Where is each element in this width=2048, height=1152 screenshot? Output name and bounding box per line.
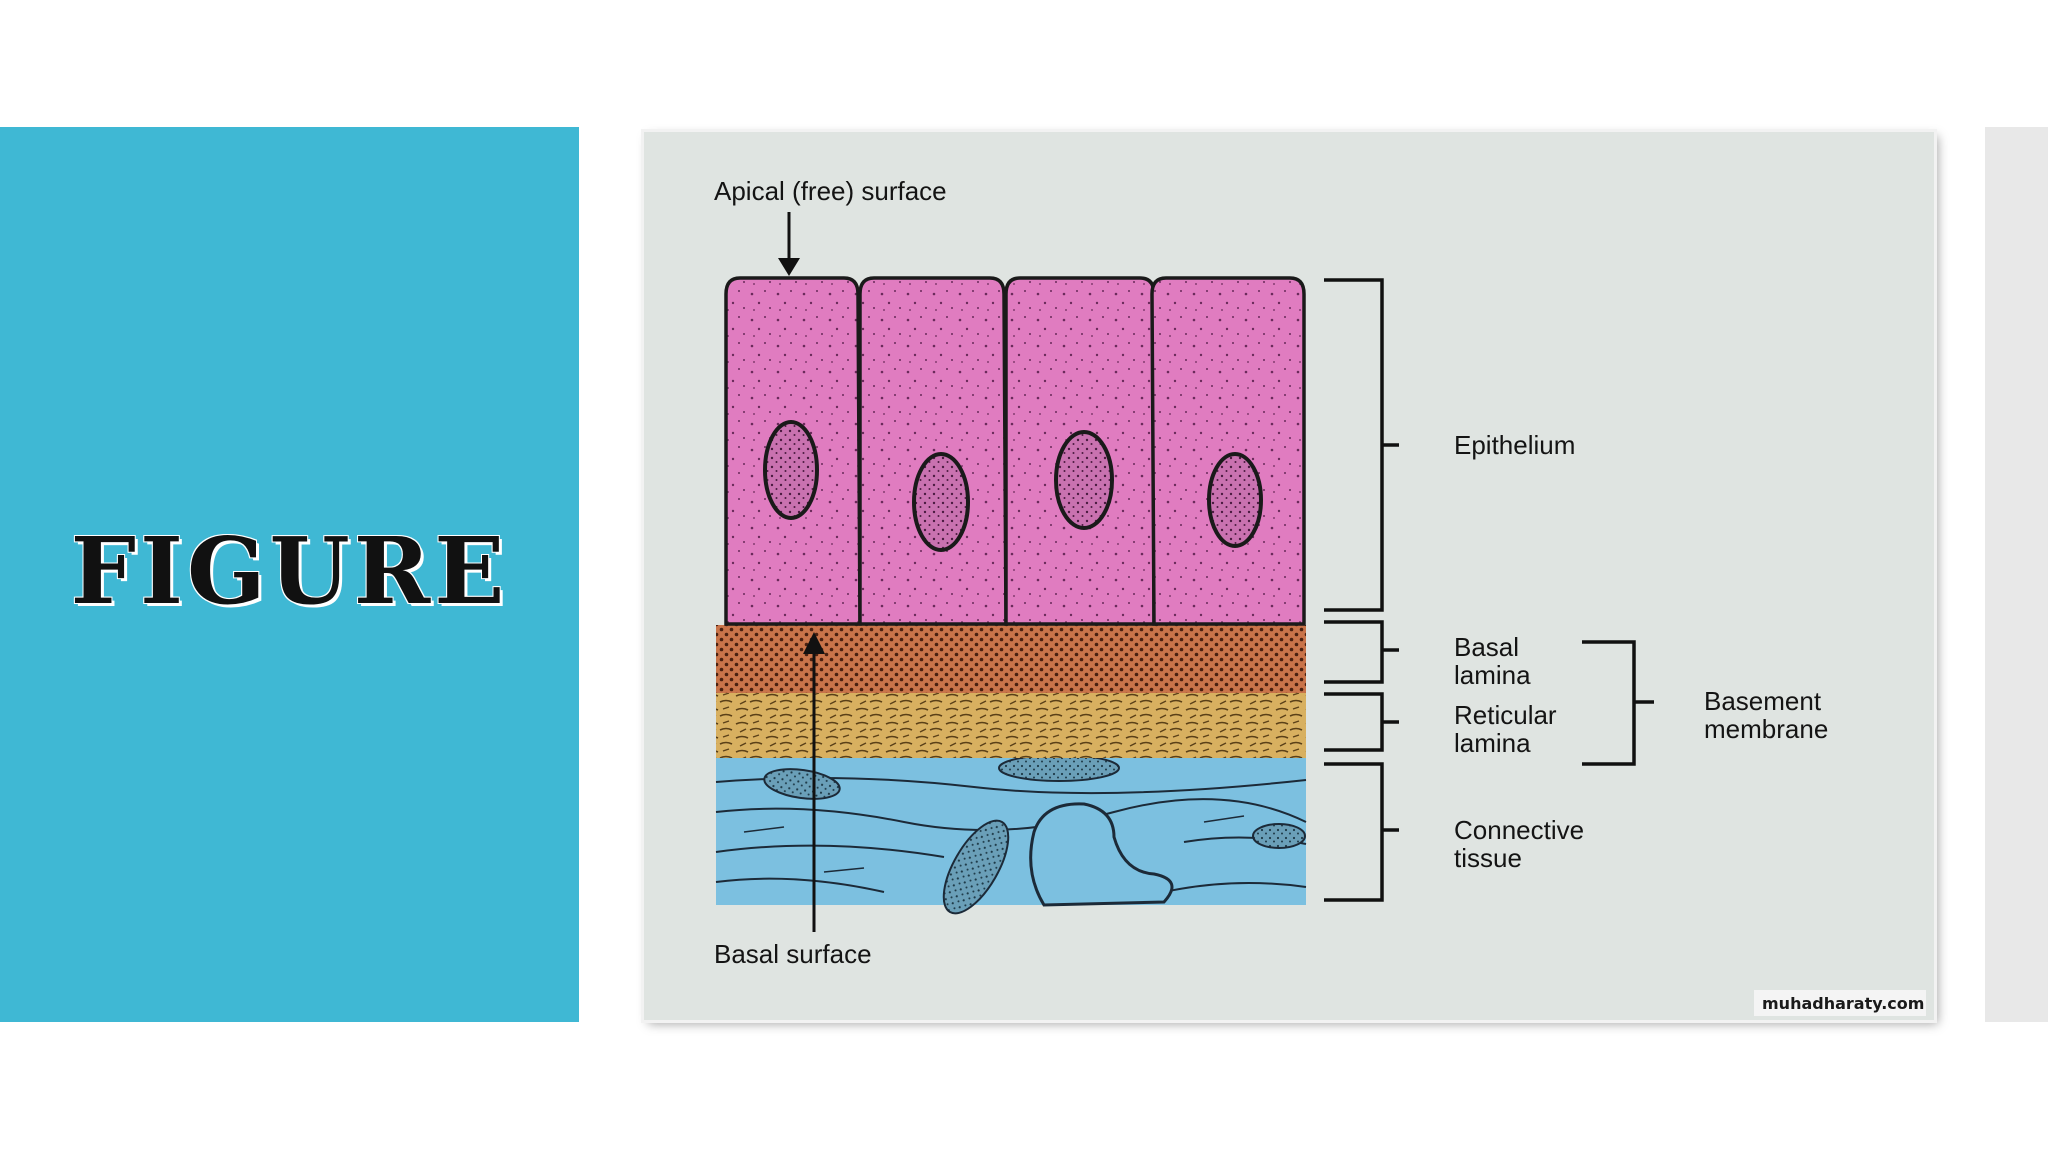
cell-nucleus [1207,452,1263,548]
basal-lamina-layer [716,625,1306,693]
basement-membrane-label-line1: Basement [1704,686,1822,716]
basement-membrane-bracket [1582,640,1654,766]
title-panel: FIGURE [0,127,579,1022]
connective-tissue-bracket [1324,762,1399,902]
epithelium-bracket [1324,278,1399,612]
basement-membrane-label-line2: membrane [1704,714,1828,744]
slide-title: FIGURE [70,517,509,625]
right-edge-strip [1985,127,2048,1022]
watermark-text: muhadharaty.com [1762,994,1924,1013]
cell-nucleus [763,420,819,520]
connective-tissue-layer [715,754,1307,915]
apical-surface-label: Apical (free) surface [714,176,947,206]
reticular-lamina-label-line2: lamina [1454,728,1531,758]
watermark-background [1754,990,1926,1016]
epithelial-cell [1150,276,1306,626]
reticular-lamina-label-line1: Reticular [1454,700,1557,730]
connective-tissue-label-line1: Connective [1454,815,1584,845]
epithelial-cell [858,276,1008,626]
basal-lamina-label-line1: Basal [1454,632,1519,662]
basal-arrowhead [803,632,825,654]
figure-frame: Apical (free) surface Basal surface Epit… [644,132,1934,1020]
basal-lamina-bracket [1324,620,1399,684]
reticular-lamina-bracket [1324,692,1399,752]
basal-surface-label: Basal surface [714,939,872,969]
apical-arrowhead [778,258,800,276]
epithelium-label: Epithelium [1454,430,1575,460]
layer-brackets [1324,278,1654,902]
epithelial-cells [724,276,1306,626]
epithelium-diagram: Apical (free) surface Basal surface Epit… [714,176,1926,1016]
basal-lamina-label-line2: lamina [1454,660,1531,690]
connective-tissue-label-line2: tissue [1454,843,1522,873]
cell-nucleus [912,452,970,552]
reticular-lamina-layer [716,692,1306,758]
cell-nucleus [1054,430,1114,530]
